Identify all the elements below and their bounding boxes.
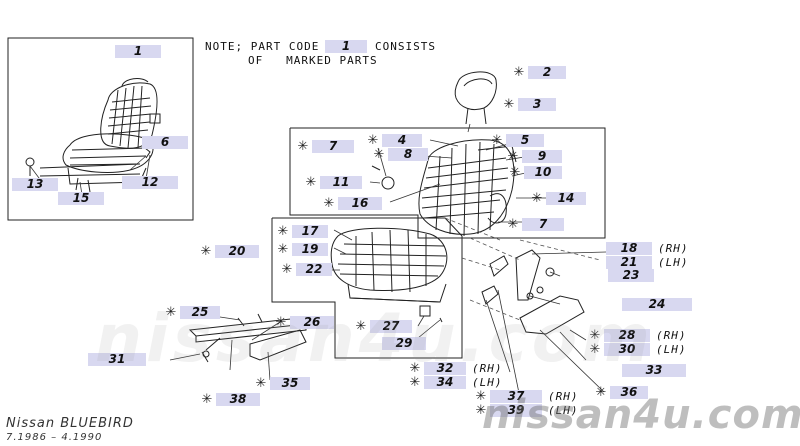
seatback-frame bbox=[289, 127, 606, 239]
part-callout-25[interactable]: 25 bbox=[180, 306, 220, 319]
part-callout-6[interactable]: 6 bbox=[142, 136, 188, 149]
part-callout-35[interactable]: 35 bbox=[270, 377, 310, 390]
recliner-sketch bbox=[481, 249, 585, 335]
side-label: (RH) bbox=[472, 362, 503, 375]
marked-part-icon: ✳ bbox=[277, 224, 289, 239]
marked-part-icon: ✳ bbox=[367, 133, 379, 148]
part-callout-20[interactable]: 20 bbox=[215, 245, 259, 258]
part-callout-31[interactable]: 31 bbox=[88, 353, 146, 366]
headrest-sketch bbox=[454, 71, 497, 125]
note-line2: OF MARKED PARTS bbox=[248, 54, 378, 67]
note-prefix: NOTE; PART CODE bbox=[205, 40, 320, 53]
cushion-frame bbox=[271, 217, 463, 359]
part-callout-26[interactable]: 26 bbox=[290, 316, 334, 329]
part-callout-34[interactable]: 34 bbox=[424, 376, 466, 389]
part-callout-11[interactable]: 11 bbox=[320, 176, 362, 189]
part-callout-16[interactable]: 16 bbox=[338, 197, 382, 210]
part-callout-30[interactable]: 30 bbox=[604, 343, 650, 356]
part-callout-24[interactable]: 24 bbox=[622, 298, 692, 311]
marked-part-icon: ✳ bbox=[281, 262, 293, 277]
marked-part-icon: ✳ bbox=[513, 65, 525, 80]
part-callout-15[interactable]: 15 bbox=[58, 192, 104, 205]
part-callout-36[interactable]: 36 bbox=[610, 386, 648, 399]
marked-part-icon: ✳ bbox=[277, 242, 289, 257]
marked-part-icon: ✳ bbox=[355, 319, 367, 334]
part-callout-3[interactable]: 3 bbox=[518, 98, 556, 111]
side-label: (LH) bbox=[548, 404, 579, 417]
marked-part-icon: ✳ bbox=[373, 147, 385, 162]
dashed-guides bbox=[444, 217, 601, 321]
part-callout-13[interactable]: 13 bbox=[12, 178, 58, 191]
part-callout-1[interactable]: 1 bbox=[115, 45, 161, 58]
part-callout-19[interactable]: 19 bbox=[292, 243, 328, 256]
side-label: (LH) bbox=[472, 376, 503, 389]
part-callout-32[interactable]: 32 bbox=[424, 362, 466, 375]
side-label: (RH) bbox=[656, 329, 687, 342]
marked-part-icon: ✳ bbox=[589, 342, 601, 357]
marked-part-icon: ✳ bbox=[409, 361, 421, 376]
marked-part-icon: ✳ bbox=[589, 328, 601, 343]
part-callout-5[interactable]: 5 bbox=[506, 134, 544, 147]
side-label: (RH) bbox=[658, 242, 689, 255]
part-callout-14[interactable]: 14 bbox=[546, 192, 586, 205]
marked-part-icon: ✳ bbox=[509, 165, 521, 180]
footer-model: Nissan BLUEBIRD bbox=[6, 416, 134, 431]
marked-part-icon: ✳ bbox=[323, 196, 335, 211]
leader-lines bbox=[29, 123, 607, 399]
part-callout-37[interactable]: 37 bbox=[490, 390, 542, 403]
watermark-site: nissan4u.com bbox=[482, 392, 800, 438]
inset-frame bbox=[7, 37, 194, 221]
part-callout-8[interactable]: 8 bbox=[388, 148, 428, 161]
part-callout-12[interactable]: 12 bbox=[122, 176, 178, 189]
marked-part-icon: ✳ bbox=[255, 376, 267, 391]
marked-part-icon: ✳ bbox=[507, 217, 519, 232]
side-label: (RH) bbox=[548, 390, 579, 403]
note-suffix: CONSISTS bbox=[375, 40, 436, 53]
part-callout-38[interactable]: 38 bbox=[216, 393, 260, 406]
marked-part-icon: ✳ bbox=[275, 315, 287, 330]
marked-part-icon: ✳ bbox=[475, 389, 487, 404]
marked-part-icon: ✳ bbox=[503, 97, 515, 112]
part-callout-4[interactable]: 4 bbox=[382, 134, 422, 147]
part-callout-7[interactable]: 7 bbox=[312, 140, 354, 153]
side-label: (LH) bbox=[656, 343, 687, 356]
part-callout-33[interactable]: 33 bbox=[622, 364, 686, 377]
part-callout-7[interactable]: 7 bbox=[522, 218, 564, 231]
part-callout-22[interactable]: 22 bbox=[296, 263, 332, 276]
marked-part-icon: ✳ bbox=[531, 191, 543, 206]
note-part-code: 1 bbox=[325, 40, 367, 53]
marked-part-icon: ✳ bbox=[165, 305, 177, 320]
marked-part-icon: ✳ bbox=[409, 375, 421, 390]
part-callout-29[interactable]: 29 bbox=[382, 337, 426, 350]
marked-part-icon: ✳ bbox=[491, 133, 503, 148]
marked-part-icon: ✳ bbox=[200, 244, 212, 259]
marked-part-icon: ✳ bbox=[595, 385, 607, 400]
inset-seat-sketch bbox=[25, 78, 161, 193]
part-callout-27[interactable]: 27 bbox=[370, 320, 412, 333]
side-label: (LH) bbox=[658, 256, 689, 269]
part-callout-39[interactable]: 39 bbox=[490, 404, 542, 417]
part-callout-18[interactable]: 18 bbox=[606, 242, 652, 255]
part-callout-10[interactable]: 10 bbox=[524, 166, 562, 179]
marked-part-icon: ✳ bbox=[305, 175, 317, 190]
part-callout-9[interactable]: 9 bbox=[522, 150, 562, 163]
part-callout-21[interactable]: 21 bbox=[606, 256, 652, 269]
watermark-large: nissan4u.com bbox=[95, 300, 654, 377]
marked-part-icon: ✳ bbox=[475, 403, 487, 418]
part-callout-17[interactable]: 17 bbox=[292, 225, 328, 238]
marked-part-icon: ✳ bbox=[201, 392, 213, 407]
part-callout-28[interactable]: 28 bbox=[604, 329, 650, 342]
marked-part-icon: ✳ bbox=[507, 149, 519, 164]
part-callout-23[interactable]: 23 bbox=[608, 269, 654, 282]
marked-part-icon: ✳ bbox=[297, 139, 309, 154]
part-callout-2[interactable]: 2 bbox=[528, 66, 566, 79]
footer-years: 7.1986 – 4.1990 bbox=[6, 432, 103, 443]
